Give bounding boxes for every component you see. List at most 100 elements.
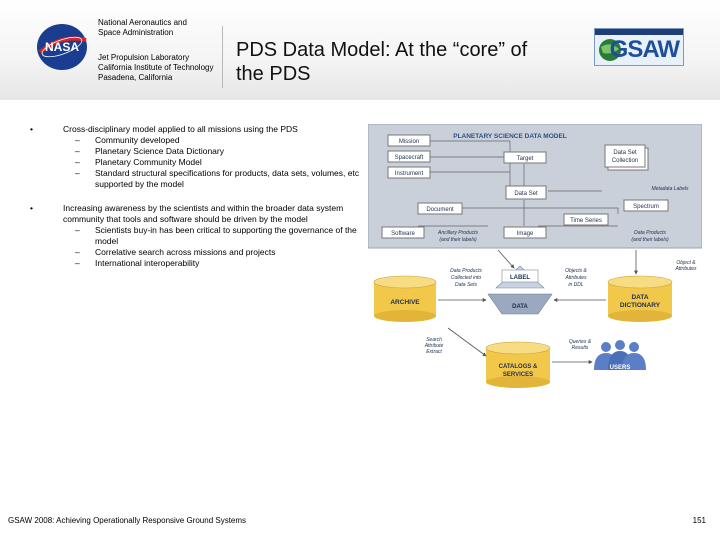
gsaw-logo: GSAW [594, 28, 684, 66]
node-time-series [563, 213, 609, 226]
page-number: 151 [692, 516, 706, 525]
lab-name-line: California Institute of Technology [98, 63, 214, 72]
sub-bullet-marker: – [75, 157, 80, 167]
node-label: Collection [612, 158, 638, 164]
catalogs-label: CATALOGS & [499, 364, 538, 370]
bullet-item: • Increasing awareness by the scientists… [30, 203, 360, 269]
search-note: Search [426, 337, 442, 343]
node-label: Target [517, 156, 534, 162]
sub-bullet-marker: – [75, 146, 80, 156]
node-label: Document [426, 207, 454, 213]
catalogs-cylinder: CATALOGS & SERVICES [485, 341, 551, 388]
node-data-set-collection-front [604, 144, 646, 168]
agency-name: National Aeronautics and Space Administr… [98, 18, 228, 38]
archive-cylinder: ARCHIVE [373, 275, 437, 322]
users-group-icon: USERS [594, 340, 646, 371]
data-products-note: (and their labels) [631, 237, 669, 243]
object-attributes-note: Object & [676, 260, 696, 266]
queries-note: Queries & [569, 339, 592, 345]
gsaw-logo-text: GSAW [609, 36, 680, 63]
sub-bullet-item: – Planetary Community Model [30, 157, 360, 168]
node-document [417, 202, 463, 215]
agency-name-line: National Aeronautics and [98, 18, 187, 27]
search-note: Attribute [424, 343, 444, 349]
slide-title-line: PDS Data Model: At the “core” of [236, 39, 528, 61]
sub-bullet-item: – Community developed [30, 135, 360, 146]
bullet-item: • Cross-disciplinary model applied to al… [30, 124, 360, 190]
label-data-pyramid: LABEL DATA [487, 265, 553, 315]
collected-note: Data Products [450, 268, 482, 274]
objects-note: in DDL [568, 282, 584, 288]
node-label: Spacecraft [395, 155, 424, 161]
sub-bullet-marker: – [75, 135, 80, 145]
model-connector-lines [418, 140, 619, 227]
sub-bullet-text: Correlative search across missions and p… [95, 247, 276, 257]
object-attributes-note: Attributes [674, 266, 697, 272]
lab-name-line: Pasadena, California [98, 73, 173, 82]
node-spacecraft [387, 150, 431, 163]
dictionary-label: DICTIONARY [620, 302, 661, 309]
node-label: Data Set [613, 150, 637, 156]
sub-bullet-text: International interoperability [95, 258, 200, 268]
search-note: Extract [426, 349, 442, 355]
node-label: Data Set [514, 191, 538, 197]
node-spectrum [623, 199, 669, 212]
sub-bullet-item: – Scientists buy-in has been critical to … [30, 225, 360, 247]
header-divider [222, 26, 223, 88]
node-label: Time Series [570, 218, 602, 224]
node-label: Spectrum [633, 204, 659, 210]
nasa-logo-text: NASA [45, 40, 79, 54]
sub-bullet-marker: – [75, 258, 80, 268]
sub-bullet-text: Standard structural specifications for p… [95, 168, 360, 189]
sub-bullet-text: Community developed [95, 135, 180, 145]
gsaw-logo-band [595, 29, 683, 35]
data-products-note: Data Products [634, 230, 666, 236]
users-label: USERS [610, 365, 631, 371]
node-target [503, 151, 547, 164]
data-model-diagram: PLANETARY SCIENCE DATA MODEL Mission Spa… [368, 124, 702, 388]
sub-bullet-text: Planetary Community Model [95, 157, 202, 167]
sub-bullet-item: – International interoperability [30, 258, 360, 269]
footer-conference: GSAW 2008: Achieving Operationally Respo… [8, 516, 247, 525]
slide-title: PDS Data Model: At the “core” of the PDS [236, 38, 576, 86]
metadata-labels-note: Metadata Labels [652, 186, 689, 192]
node-instrument [387, 166, 431, 179]
catalogs-label: SERVICES [503, 372, 533, 378]
node-label: Instrument [395, 171, 424, 177]
bullet-marker: • [30, 203, 33, 213]
label-box-text: LABEL [510, 275, 530, 281]
globe-swirl-icon [599, 39, 621, 61]
objects-note: Attributes [564, 275, 587, 281]
bullet-text: Cross-disciplinary model applied to all … [63, 124, 298, 134]
ancillary-products-note: (and their labels) [439, 237, 477, 243]
flow-arrow [447, 327, 487, 357]
nasa-logo-icon: NASA [37, 24, 87, 70]
node-image [503, 226, 547, 239]
sub-bullet-item: –Standard structural specifications for … [30, 168, 360, 190]
data-dictionary-cylinder: DATA DICTIONARY [607, 275, 673, 322]
flow-arrow [497, 249, 515, 269]
sub-bullet-item: – Planetary Science Data Dictionary [30, 146, 360, 157]
slide-header: NASA National Aeronautics and Space Admi… [0, 0, 720, 100]
queries-note: Results [572, 345, 589, 351]
ancillary-products-note: Ancillary Products [437, 230, 479, 236]
node-label: Mission [399, 139, 419, 145]
node-mission [387, 134, 431, 147]
node-data-set [505, 185, 547, 200]
node-label: Image [517, 231, 534, 237]
sub-bullet-text: Planetary Science Data Dictionary [95, 146, 224, 156]
bullet-text: Increasing awareness by the scientists a… [63, 203, 344, 224]
data-label: DATA [512, 304, 528, 310]
sub-bullet-marker: – [75, 225, 80, 235]
collected-note: Data Sets [455, 282, 477, 288]
sub-bullet-item: – Correlative search across missions and … [30, 247, 360, 258]
bullet-marker: • [30, 124, 33, 134]
bullet-list: • Cross-disciplinary model applied to al… [30, 124, 360, 282]
slide-title-line: the PDS [236, 63, 311, 85]
sub-bullet-text: Scientists buy-in has been critical to s… [95, 225, 357, 246]
node-label: Software [391, 231, 415, 237]
node-software [381, 226, 425, 239]
collected-note: Collected into [451, 275, 482, 281]
lab-name: Jet Propulsion Laboratory California Ins… [98, 53, 228, 83]
sub-bullet-marker: – [75, 247, 80, 257]
